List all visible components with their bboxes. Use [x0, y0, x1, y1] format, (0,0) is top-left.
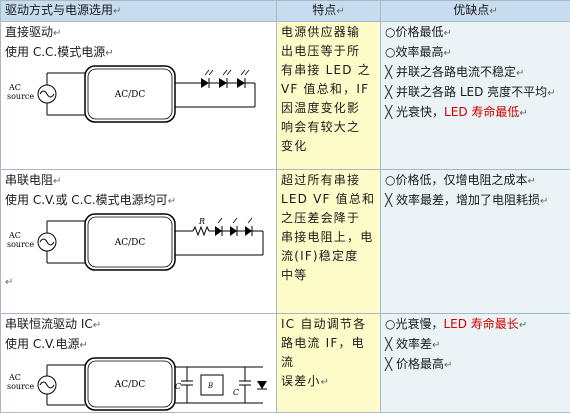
header-drive-method: 驱动方式与电源选用↵	[1, 1, 277, 22]
svg-text:AC: AC	[8, 231, 21, 240]
row-title: 串联电阻	[5, 173, 53, 187]
svg-text:AC/DC: AC/DC	[114, 380, 146, 390]
row-title: 串联恒流驱动 IC	[5, 317, 93, 331]
direct-drive-circuit-diagram: AC source AC/DC	[5, 63, 271, 143]
series-resistor-circuit-diagram: AC source AC/DC R	[5, 211, 271, 273]
row-title: 直接驱动	[5, 25, 53, 39]
header-pros-cons: 优缺点↵	[381, 1, 570, 22]
drive-method-cell: 串联电阻↵ 使用 C.V.或 C.C.模式电源均可↵ AC source AC/…	[1, 170, 277, 314]
svg-text:C: C	[233, 388, 239, 397]
svg-text:source: source	[7, 382, 34, 391]
resistor-icon	[193, 227, 209, 235]
svg-text:source: source	[7, 240, 34, 249]
header-row: 驱动方式与电源选用↵ 特点↵ 优缺点↵	[1, 1, 570, 22]
table-row: 串联电阻↵ 使用 C.V.或 C.C.模式电源均可↵ AC source AC/…	[1, 170, 570, 314]
svg-text:source: source	[7, 92, 34, 101]
pros-cons-cell: ○光衰慢，LED 寿命最长↵ ╳ 效率差↵ ╳ 价格最高↵	[381, 314, 570, 413]
pros-cons-cell: ○价格最低↵ ○效率最高↵ ╳ 并联之各路电流不稳定↵ ╳ 并联之各路 LED …	[381, 22, 570, 170]
row-subtitle: 使用 C.V.或 C.C.模式电源均可	[5, 193, 168, 207]
svg-text:C: C	[175, 382, 181, 391]
constant-current-ic-circuit-diagram: AC source AC/DC C B C	[5, 355, 271, 411]
svg-text:R: R	[198, 217, 205, 226]
drive-method-cell: 串联恒流驱动 IC↵ 使用 C.V.电源↵ AC source AC/DC C	[1, 314, 277, 413]
led-string-icon	[201, 70, 255, 88]
drive-method-cell: 直接驱动↵ 使用 C.C.模式电源↵ AC source AC/DC	[1, 22, 277, 170]
row-subtitle: 使用 C.C.模式电源	[5, 45, 105, 59]
svg-text:AC/DC: AC/DC	[114, 90, 146, 100]
svg-text:B: B	[207, 382, 213, 390]
led-string-icon	[215, 218, 263, 236]
svg-text:AC: AC	[8, 373, 21, 382]
svg-text:AC/DC: AC/DC	[114, 238, 146, 248]
features-cell: IC 自动调节各路电流 IF，电流误差小↵	[277, 314, 381, 413]
header-features: 特点↵	[277, 1, 381, 22]
table-row: 直接驱动↵ 使用 C.C.模式电源↵ AC source AC/DC	[1, 22, 570, 170]
svg-text:AC: AC	[8, 83, 21, 92]
pros-cons-cell: ○价格低，仅增电阻之成本↵ ╳ 效率最差，增加了电阻耗损↵	[381, 170, 570, 314]
table-row: 串联恒流驱动 IC↵ 使用 C.V.电源↵ AC source AC/DC C	[1, 314, 570, 413]
row-subtitle: 使用 C.V.电源	[5, 337, 80, 351]
